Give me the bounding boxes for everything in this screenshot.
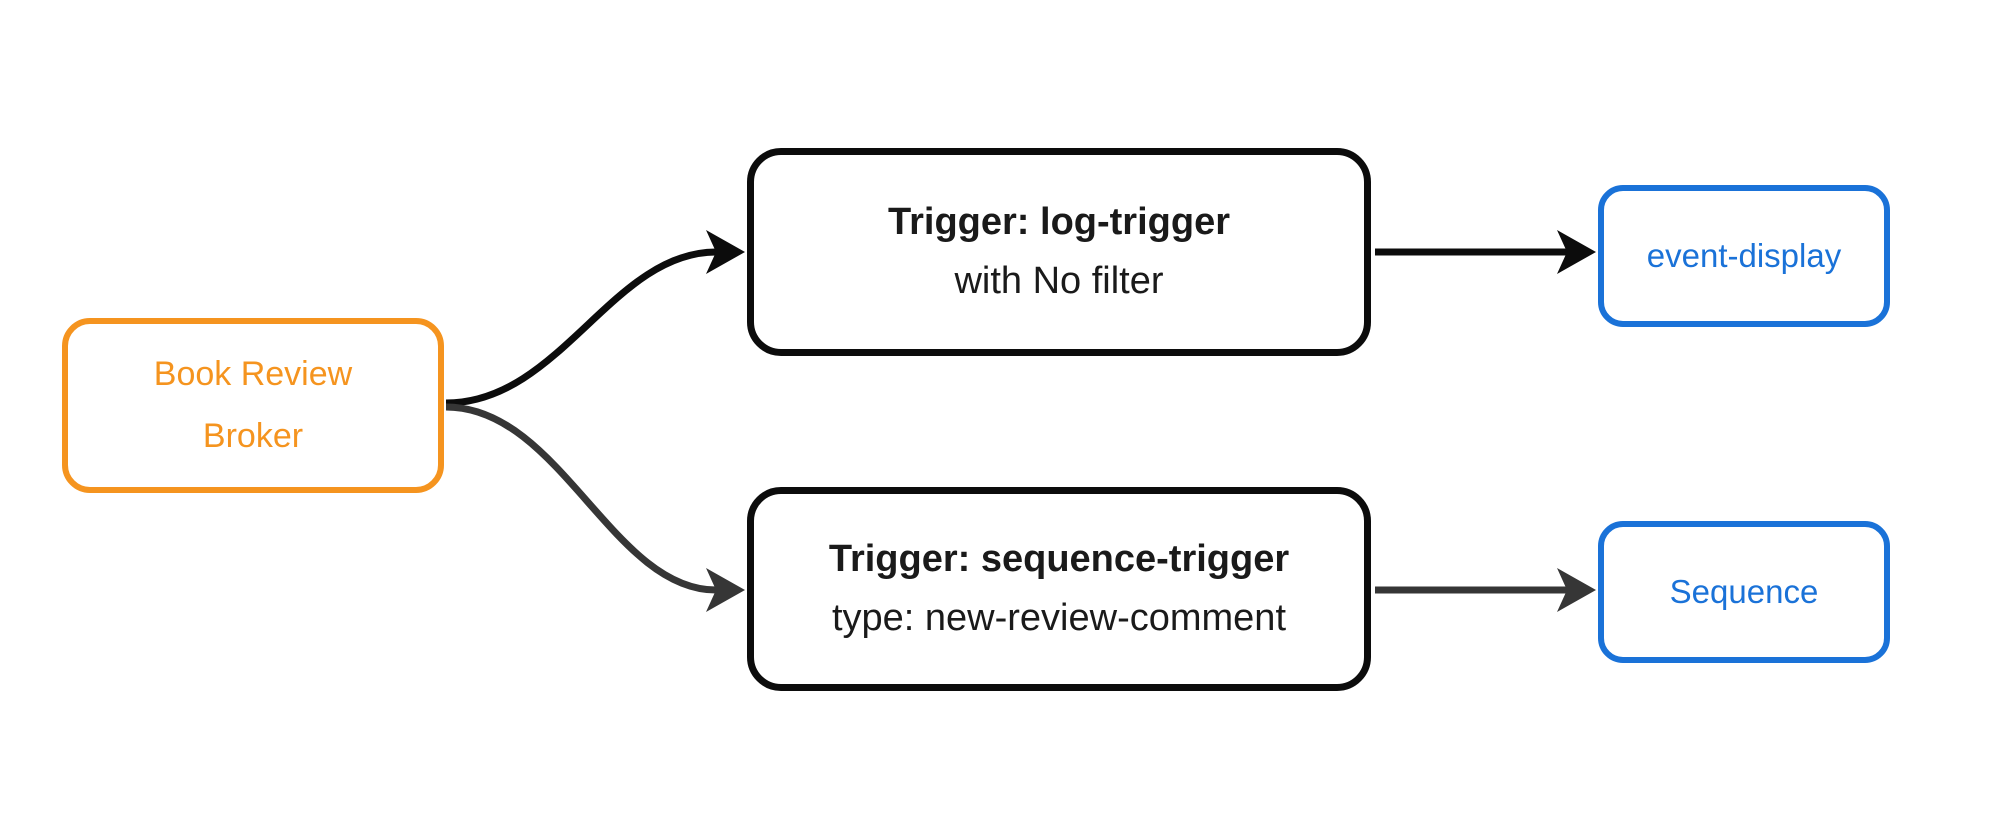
log-trigger-subtitle: with No filter	[954, 260, 1164, 302]
edge-broker-to-sequence-trigger	[445, 403, 717, 594]
log-trigger-title: Trigger: log-trigger	[888, 201, 1230, 244]
arrowhead-icon	[706, 230, 745, 274]
broker-label-line2: Broker	[202, 416, 304, 455]
broker-label-line1: Book Review	[153, 355, 353, 394]
node-log-trigger: Trigger: log-trigger with No filter	[747, 148, 1371, 356]
arrowhead-icon	[1557, 230, 1596, 274]
sequence-trigger-subtitle: type: new-review-comment	[831, 597, 1287, 639]
arrowhead-icon	[706, 568, 745, 612]
edge-broker-to-log-trigger	[445, 248, 717, 407]
node-book-review-broker: Book Review Broker	[62, 318, 444, 493]
event-display-label: event-display	[1646, 237, 1842, 274]
arrowhead-icon	[1557, 568, 1596, 612]
node-sequence: Sequence	[1598, 521, 1890, 663]
node-event-display: event-display	[1598, 185, 1890, 327]
sequence-trigger-title: Trigger: sequence-trigger	[828, 538, 1290, 581]
sequence-label: Sequence	[1669, 573, 1819, 610]
node-sequence-trigger: Trigger: sequence-trigger type: new-revi…	[747, 487, 1371, 691]
